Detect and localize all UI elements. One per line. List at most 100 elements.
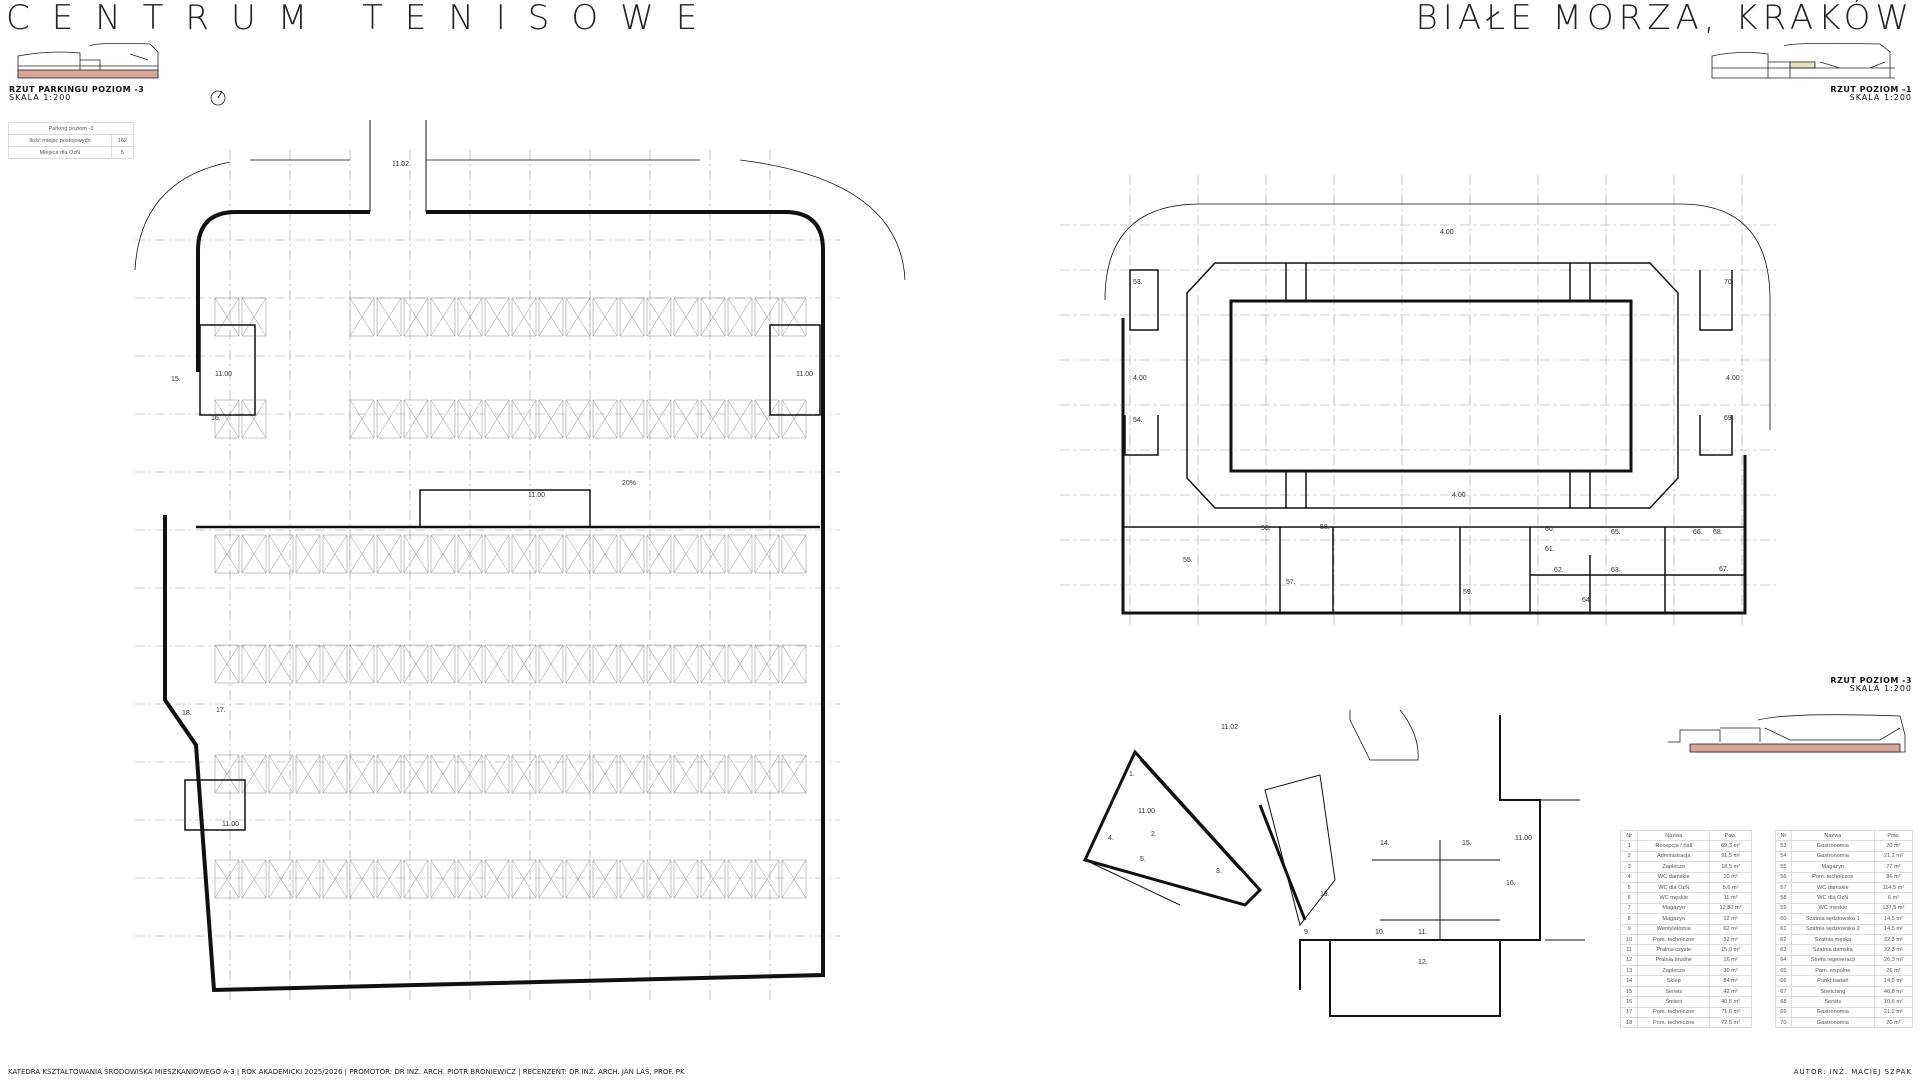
parking-stall [565,399,591,439]
room-label: 11.00 [528,492,545,499]
parking-stall [457,859,483,899]
parking-stall [700,859,726,899]
parking-stall [727,644,753,684]
parking-stall [376,399,402,439]
parking-stall [619,399,645,439]
parking-stall [484,754,510,794]
room-label: 59. [1463,589,1473,596]
parking-stall [214,859,240,899]
room-label: 53. [1133,279,1143,286]
room-label: 20% [622,480,636,487]
parking-stall [565,534,591,574]
parking-stall [376,534,402,574]
room-label: 18. [182,710,192,717]
parking-stall [268,859,294,899]
parking-stall [430,644,456,684]
room-label: 11.02 [1221,724,1238,731]
room-label: 11.00 [1515,835,1532,842]
parking-stall [241,754,267,794]
parking-stall [403,399,429,439]
level-minus3-plan [1082,709,1585,1017]
parking-stall [214,534,240,574]
parking-stall [592,297,618,337]
location-title: BIAŁE MORZA, KRAKÓW [1415,0,1914,38]
room-label: 67. [1719,566,1729,573]
structural-grid [135,150,1780,1000]
parking-stall [241,859,267,899]
parking-stall [646,644,672,684]
parking-stall [214,297,240,337]
parking-stall [403,859,429,899]
parking-stall [511,859,537,899]
caption-title: RZUT PARKINGU POZIOM -3 [9,85,145,94]
parking-stall [673,534,699,574]
parking-stall [646,399,672,439]
room-label: 9. [1304,929,1310,936]
parking-stall [241,534,267,574]
room-label: 57. [1286,579,1296,586]
parking-stall [322,644,348,684]
caption-scale: SKALA 1:200 [1849,93,1912,102]
parking-stall [376,644,402,684]
level-minus3-caption: RZUT POZIOM -3 SKALA 1:200 [1830,677,1912,693]
parking-stall [430,297,456,337]
parking-caption: RZUT PARKINGU POZIOM -3 SKALA 1:200 [9,86,144,102]
parking-stall [727,534,753,574]
parking-stall [754,534,780,574]
room-label: 11.00 [222,821,239,828]
caption-scale: SKALA 1:200 [1849,684,1912,693]
room-label: 15. [1462,840,1472,847]
parking-stall [214,399,240,439]
room-label: 65. [1611,529,1621,536]
parking-stall [619,859,645,899]
parking-stall [241,297,267,337]
room-label: 60. [1545,526,1555,533]
parking-stall [700,399,726,439]
section-thumbnail-level-minus1 [1711,42,1895,79]
parking-stall [754,644,780,684]
parking-stall [619,534,645,574]
parking-stall [241,644,267,684]
parking-stall [619,644,645,684]
room-label: 4.00 [1440,229,1454,236]
parking-stall [403,754,429,794]
parking-stall [376,297,402,337]
room-label: 17. [216,707,226,714]
parking-stall [781,754,807,794]
parking-stall [349,297,375,337]
parking-stall [673,859,699,899]
parking-stall [700,754,726,794]
parking-stall [592,399,618,439]
parking-stall [484,644,510,684]
caption-title: RZUT POZIOM -3 [1830,676,1912,685]
north-arrow-icon [210,90,226,106]
parking-stall [754,754,780,794]
room-label: 1. [1129,771,1135,778]
parking-stall [646,859,672,899]
parking-stall [646,754,672,794]
parking-stall [214,754,240,794]
parking-stall [727,859,753,899]
parking-stall [403,644,429,684]
parking-stall [511,754,537,794]
project-title: CENTRUM TENISOWE [6,0,720,38]
parking-stall [322,534,348,574]
parking-stall [403,534,429,574]
parking-stall [646,534,672,574]
parking-stall [727,754,753,794]
room-label: 11. [1418,929,1427,936]
room-label: 62. [1554,567,1564,574]
parking-stall [619,297,645,337]
room-label: 66. [1693,529,1703,536]
parking-stall [781,534,807,574]
room-label: 14. [1380,840,1390,847]
parking-stall [727,399,753,439]
parking-stall [754,297,780,337]
parking-stall [241,399,267,439]
parking-stall [565,297,591,337]
